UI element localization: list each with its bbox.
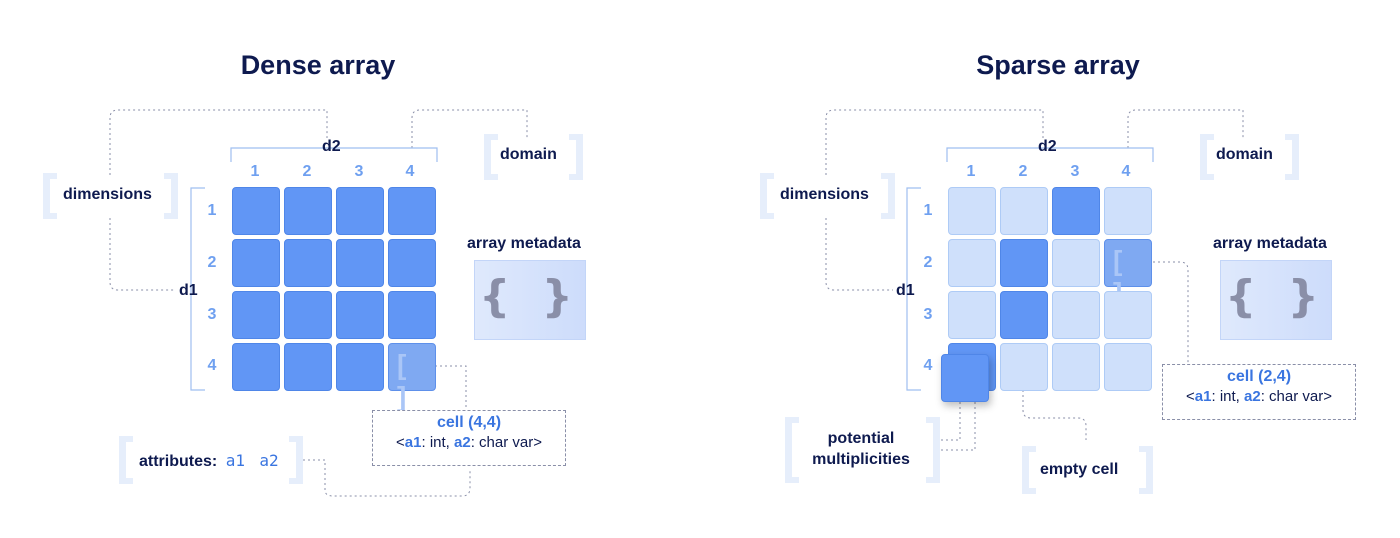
sparse-col-index: 2: [1018, 163, 1028, 180]
sig-mid: : int,: [421, 434, 454, 451]
sparse-cell-4-2: [1000, 343, 1048, 391]
sparse-row-index: 1: [923, 202, 933, 219]
dense-metadata-label: array metadata: [467, 235, 581, 252]
dense-cell-1-4: [388, 187, 436, 235]
attr-a2: a2: [259, 451, 279, 470]
sparse-metadata-label: array metadata: [1213, 235, 1327, 252]
dense-row-index: 3: [207, 306, 217, 323]
dense-attributes-label: attributes: a1 a2: [139, 451, 279, 471]
dense-dimensions-label: dimensions: [63, 186, 152, 203]
sparse-row-index: 2: [923, 254, 933, 271]
dense-col-index: 3: [354, 163, 364, 180]
sparse-cell-callout: cell (2,4) <a1: int, a2: char var>: [1162, 364, 1356, 420]
dense-cell-4-4: [ ]: [388, 343, 436, 412]
sparse-cell-1-4: [1104, 187, 1152, 235]
cell-bracket-icon: [ ]: [397, 349, 413, 412]
dense-cell-3-4: [388, 291, 436, 339]
dense-cell-3-3: [336, 291, 384, 339]
sparse-cell-signature: <a1: int, a2: char var>: [1163, 388, 1355, 405]
sparse-domain-label: domain: [1216, 146, 1273, 163]
sparse-d2-label: d2: [1038, 138, 1057, 155]
sparse-row-index: 3: [923, 306, 933, 323]
dense-cell-1-3: [336, 187, 384, 235]
sig-close: : char var>: [470, 434, 542, 451]
dense-cell-1-1: [232, 187, 280, 235]
sig-a1: a1: [1194, 388, 1212, 405]
sparse-cell-1-3: [1052, 187, 1100, 235]
sparse-cell-2-2: [1000, 239, 1048, 287]
sig-open: <: [1186, 388, 1195, 405]
sparse-cell-2-4: [ ]: [1104, 239, 1152, 308]
sig-open: <: [396, 434, 405, 451]
sparse-cell-title: cell (2,4): [1226, 368, 1292, 385]
attributes-text: attributes:: [139, 453, 218, 470]
dense-cell-callout: cell (4,4) <a1: int, a2: char var>: [372, 410, 566, 466]
dense-cell-4-1: [232, 343, 280, 391]
dense-row-index: 1: [207, 202, 217, 219]
sparse-cell-3-3: [1052, 291, 1100, 339]
sparse-cell-4-4: [1104, 343, 1152, 391]
braces-icon: { }: [1225, 271, 1327, 322]
sig-a2: a2: [1244, 388, 1261, 405]
dense-d2-label: d2: [322, 138, 341, 155]
sparse-cell-4-3: [1052, 343, 1100, 391]
dense-row-index: 4: [207, 357, 217, 374]
dense-d1-label: d1: [179, 282, 198, 299]
sparse-cell-2-3: [1052, 239, 1100, 287]
empty-cell-label: empty cell: [1040, 461, 1119, 478]
sig-close: : char var>: [1260, 388, 1332, 405]
sparse-d1-label: d1: [896, 282, 915, 299]
sig-a1: a1: [404, 434, 422, 451]
dense-cell-4-2: [284, 343, 332, 391]
multiplicities-text: multiplicities: [812, 451, 910, 468]
sparse-col-index: 4: [1121, 163, 1131, 180]
dense-col-index: 4: [405, 163, 415, 180]
dense-metadata-box: { }: [474, 260, 586, 340]
multiplicity-cell: [941, 354, 989, 402]
sparse-cell-1-2: [1000, 187, 1048, 235]
dense-row-index: 2: [207, 254, 217, 271]
sig-mid: : int,: [1211, 388, 1244, 405]
sparse-cell-2-1: [948, 239, 996, 287]
potential-text: potential: [827, 430, 895, 447]
dense-cell-2-2: [284, 239, 332, 287]
sparse-title: Sparse array: [976, 50, 1140, 80]
dense-cell-2-3: [336, 239, 384, 287]
potential-multiplicities-label: potential multiplicities: [808, 428, 914, 470]
sparse-cell-3-2: [1000, 291, 1048, 339]
sparse-cell-3-1: [948, 291, 996, 339]
braces-icon: { }: [479, 271, 581, 322]
sig-a2: a2: [454, 434, 471, 451]
sparse-cell-1-1: [948, 187, 996, 235]
dense-cell-3-1: [232, 291, 280, 339]
dense-domain-label: domain: [500, 146, 557, 163]
sparse-cell-3-4: [1104, 291, 1152, 339]
dense-cell-1-2: [284, 187, 332, 235]
dense-cell-3-2: [284, 291, 332, 339]
dense-cell-2-1: [232, 239, 280, 287]
dense-col-index: 2: [302, 163, 312, 180]
dense-cell-2-4: [388, 239, 436, 287]
sparse-metadata-box: { }: [1220, 260, 1332, 340]
dense-title: Dense array: [240, 50, 396, 80]
sparse-row-index: 4: [923, 357, 933, 374]
attr-a1: a1: [225, 451, 245, 470]
dense-cell-4-3: [336, 343, 384, 391]
sparse-col-index: 1: [966, 163, 976, 180]
dense-col-index: 1: [250, 163, 260, 180]
dense-cell-signature: <a1: int, a2: char var>: [373, 434, 565, 451]
sparse-dimensions-label: dimensions: [780, 186, 869, 203]
sparse-col-index: 3: [1070, 163, 1080, 180]
dense-cell-title: cell (4,4): [436, 414, 502, 431]
